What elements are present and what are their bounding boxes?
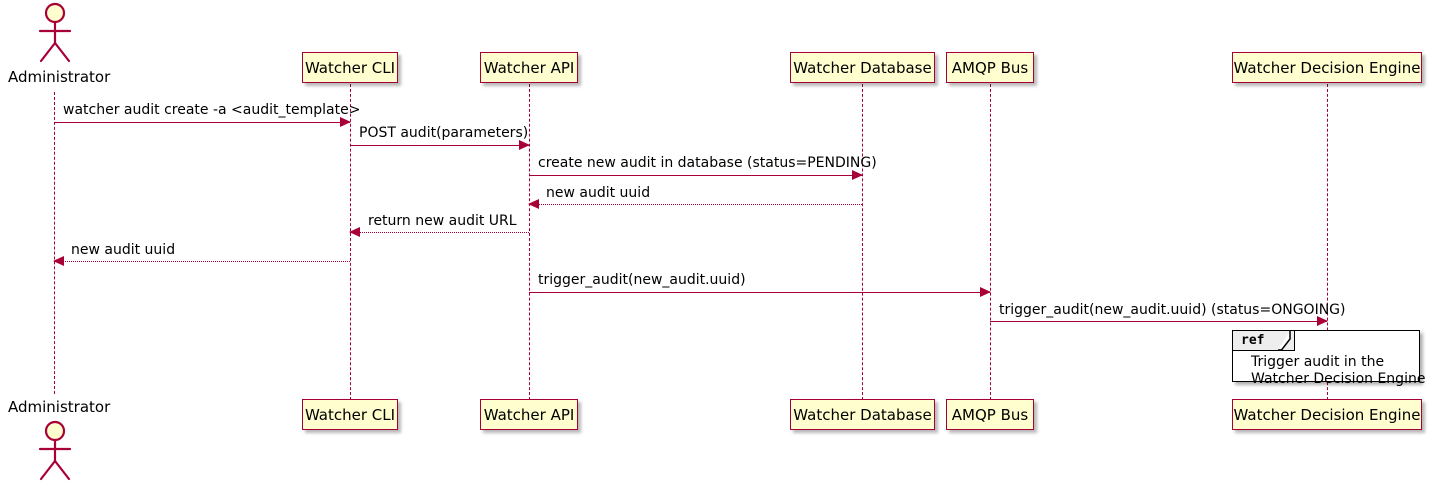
lifeline-watcher-cli bbox=[350, 84, 351, 400]
actor-label-administrator-bottom: Administrator bbox=[8, 398, 111, 416]
participant-label-watcher-api-bottom: Watcher API bbox=[483, 405, 575, 424]
lifeline-amqp-bus bbox=[990, 84, 991, 400]
participant-label-watcher-database-bottom: Watcher Database bbox=[793, 405, 932, 424]
participant-label-watcher-cli-bottom: Watcher CLI bbox=[304, 405, 396, 424]
participant-label-watcher-decision-engine-bottom: Watcher Decision Engine bbox=[1233, 405, 1421, 424]
participant-label-watcher-database-top: Watcher Database bbox=[793, 58, 932, 77]
message-line-6 bbox=[529, 292, 990, 293]
message-line-7 bbox=[990, 321, 1327, 322]
message-line-3 bbox=[529, 204, 862, 205]
participant-watcher-decision-engine-top[interactable]: Watcher Decision Engine bbox=[1232, 52, 1422, 83]
arrowhead-right-6 bbox=[980, 287, 991, 297]
message-line-0 bbox=[54, 122, 350, 123]
message-line-1 bbox=[350, 145, 529, 146]
participant-label-amqp-bus-bottom: AMQP Bus bbox=[951, 405, 1029, 424]
participant-amqp-bus-top[interactable]: AMQP Bus bbox=[946, 52, 1034, 83]
ref-fragment: ref Trigger audit in the Watcher Decisio… bbox=[1232, 330, 1425, 387]
participant-watcher-api-bottom[interactable]: Watcher API bbox=[480, 399, 578, 430]
lifeline-watcher-database bbox=[862, 84, 863, 400]
ref-fragment-keyword: ref bbox=[1241, 333, 1265, 348]
participant-watcher-database-top[interactable]: Watcher Database bbox=[790, 52, 935, 83]
ref-fragment-line-1: Trigger audit in the bbox=[1251, 354, 1385, 370]
participant-label-watcher-decision-engine-top: Watcher Decision Engine bbox=[1233, 58, 1421, 77]
actor-administrator-top bbox=[30, 2, 80, 64]
ref-fragment-line-2: Watcher Decision Engine bbox=[1251, 371, 1426, 387]
arrowhead-right-0 bbox=[340, 117, 351, 127]
participant-label-amqp-bus-top: AMQP Bus bbox=[951, 58, 1029, 77]
ref-fragment-tab-notch-icon bbox=[1277, 331, 1291, 351]
participant-amqp-bus-bottom[interactable]: AMQP Bus bbox=[946, 399, 1034, 430]
lifeline-watcher-decision-engine bbox=[1327, 84, 1328, 400]
participant-watcher-cli-top[interactable]: Watcher CLI bbox=[302, 52, 398, 83]
participant-label-watcher-cli-top: Watcher CLI bbox=[304, 58, 396, 77]
message-label-7: trigger_audit(new_audit.uuid) (status=ON… bbox=[999, 302, 1346, 318]
message-label-1: POST audit(parameters) bbox=[359, 125, 529, 141]
lifeline-administrator bbox=[54, 92, 55, 394]
participant-watcher-database-bottom[interactable]: Watcher Database bbox=[790, 399, 935, 430]
message-label-3: new audit uuid bbox=[546, 185, 651, 201]
participant-watcher-decision-engine-bottom[interactable]: Watcher Decision Engine bbox=[1232, 399, 1422, 430]
message-label-0: watcher audit create -a <audit_template> bbox=[63, 102, 361, 118]
arrowhead-left-3 bbox=[528, 199, 539, 209]
message-label-2: create new audit in database (status=PEN… bbox=[538, 155, 877, 171]
message-line-2 bbox=[529, 175, 862, 176]
participant-label-watcher-api-top: Watcher API bbox=[483, 58, 575, 77]
message-label-4: return new audit URL bbox=[368, 213, 517, 229]
arrowhead-right-7 bbox=[1317, 316, 1328, 326]
arrowhead-right-1 bbox=[519, 140, 530, 150]
lifeline-watcher-api bbox=[529, 84, 530, 400]
participant-watcher-cli-bottom[interactable]: Watcher CLI bbox=[302, 399, 398, 430]
message-label-5: new audit uuid bbox=[71, 242, 176, 258]
arrowhead-left-4 bbox=[349, 227, 360, 237]
actor-label-administrator-top: Administrator bbox=[8, 68, 111, 86]
participant-watcher-api-top[interactable]: Watcher API bbox=[480, 52, 578, 83]
ref-fragment-body: Trigger audit in the Watcher Decision En… bbox=[1233, 352, 1426, 388]
actor-administrator-bottom bbox=[30, 420, 80, 482]
message-line-4 bbox=[350, 232, 529, 233]
message-label-6: trigger_audit(new_audit.uuid) bbox=[538, 272, 746, 288]
message-line-5 bbox=[54, 261, 350, 262]
arrowhead-left-5 bbox=[53, 256, 64, 266]
arrowhead-right-2 bbox=[852, 170, 863, 180]
